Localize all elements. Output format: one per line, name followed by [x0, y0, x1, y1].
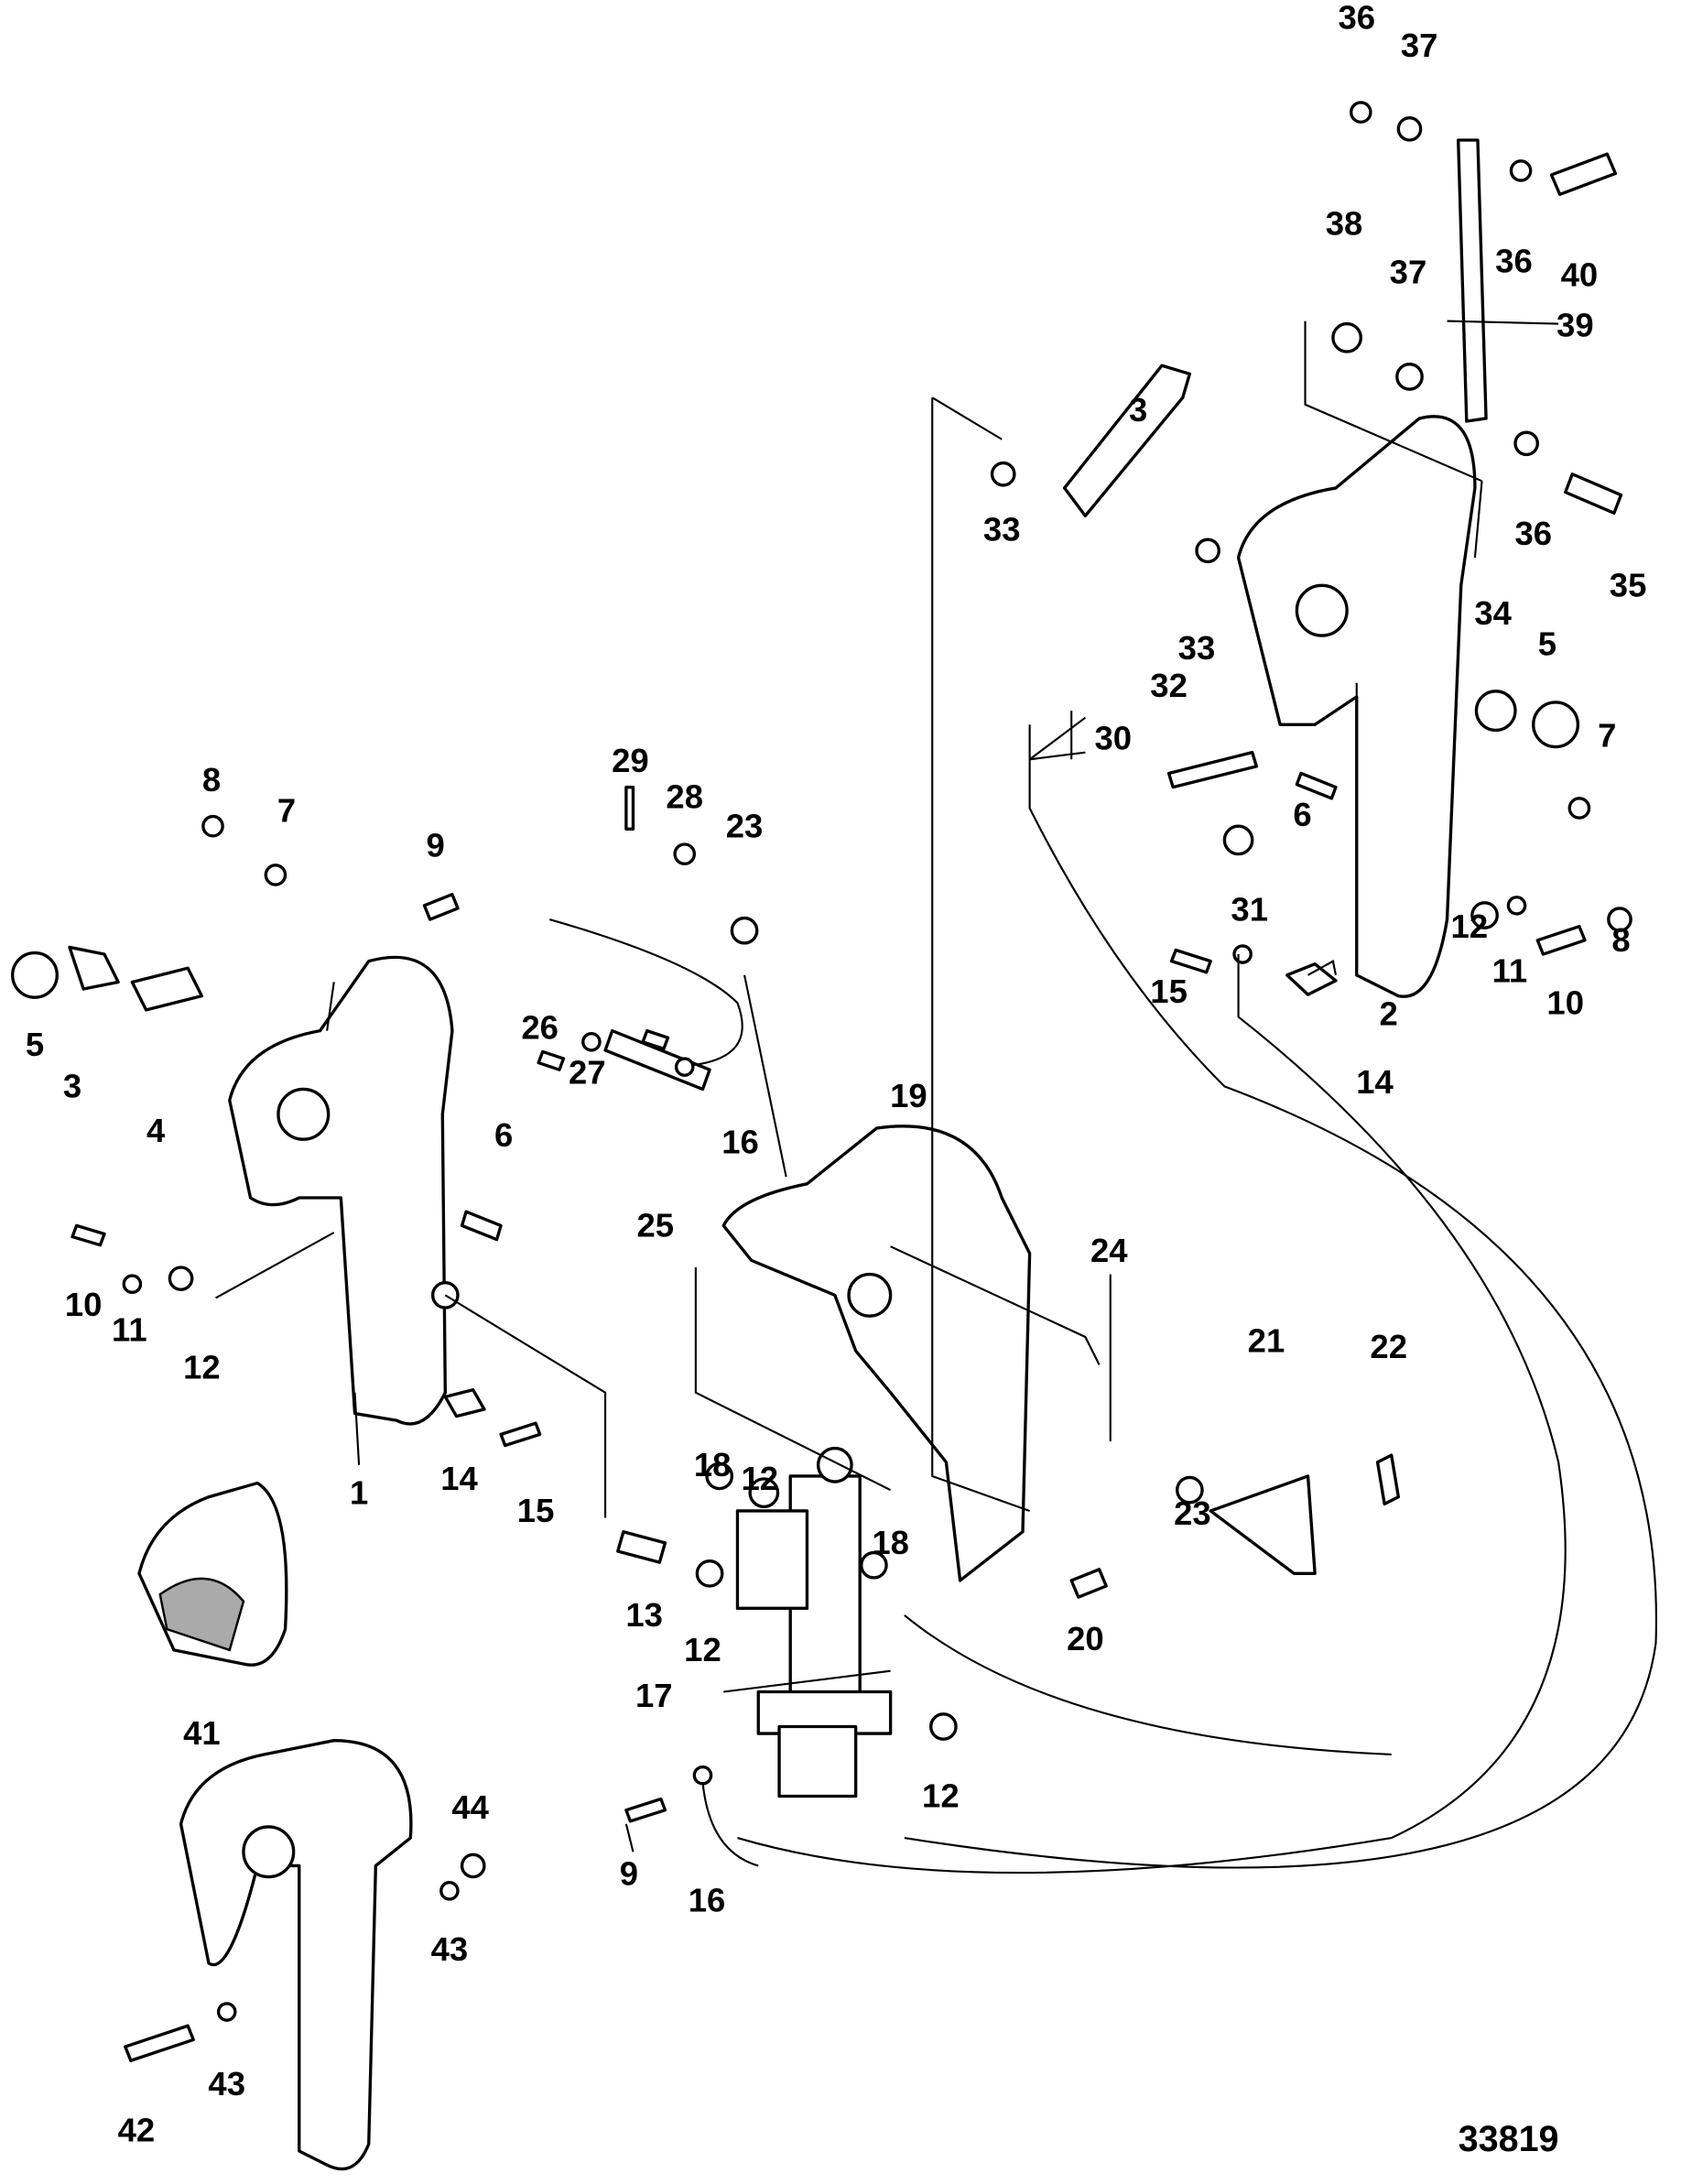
callout-21: 21: [1248, 1322, 1285, 1360]
callout-36: 36: [1338, 0, 1375, 36]
callout-44: 44: [451, 1788, 489, 1826]
callout-28: 28: [666, 777, 703, 815]
callout-12: 12: [684, 1631, 721, 1668]
callout-13: 13: [625, 1596, 663, 1634]
callout-5: 5: [26, 1026, 44, 1063]
callout-8: 8: [1611, 921, 1630, 959]
leader-lines: [215, 320, 1559, 1853]
callout-17: 17: [635, 1677, 673, 1714]
callout-16: 16: [721, 1123, 759, 1160]
callout-26: 26: [521, 1009, 559, 1047]
callout-12: 12: [741, 1460, 778, 1497]
callout-labels: 36 37 36 40 38 37 39 3 33 33 36 35 34 5 …: [26, 0, 1647, 2159]
callout-43: 43: [208, 2065, 245, 2103]
callout-11: 11: [1492, 951, 1528, 989]
callout-2: 2: [1380, 995, 1398, 1033]
callout-14: 14: [1356, 1063, 1394, 1101]
callout-39: 39: [1556, 306, 1594, 343]
figure-number: 33819: [1459, 2119, 1559, 2159]
callout-5: 5: [1538, 625, 1556, 662]
callout-34: 34: [1474, 594, 1512, 632]
callout-10: 10: [1546, 983, 1584, 1021]
callout-4: 4: [146, 1112, 166, 1149]
callout-23: 23: [1174, 1494, 1211, 1532]
callout-36: 36: [1495, 242, 1533, 279]
callout-14: 14: [440, 1460, 478, 1497]
callout-3: 3: [63, 1068, 81, 1105]
callout-15: 15: [517, 1492, 555, 1529]
callout-30: 30: [1095, 720, 1133, 757]
callout-9: 9: [427, 827, 445, 864]
callout-35: 35: [1610, 566, 1647, 603]
callout-38: 38: [1326, 204, 1363, 242]
callout-37: 37: [1390, 254, 1427, 291]
callout-25: 25: [637, 1207, 675, 1244]
callout-43: 43: [431, 1930, 469, 1968]
callout-20: 20: [1067, 1620, 1104, 1657]
callout-42: 42: [118, 2111, 156, 2148]
callout-12: 12: [183, 1349, 221, 1386]
callout-1: 1: [350, 1473, 368, 1511]
callout-22: 22: [1370, 1328, 1407, 1365]
callout-33: 33: [983, 511, 1021, 549]
callout-36: 36: [1514, 515, 1552, 552]
callout-15: 15: [1150, 972, 1188, 1010]
callout-6: 6: [494, 1116, 513, 1154]
callout-29: 29: [612, 742, 649, 779]
callout-24: 24: [1090, 1232, 1128, 1269]
callout-6: 6: [1293, 796, 1311, 833]
callout-33: 33: [1178, 629, 1216, 667]
callout-12: 12: [1451, 907, 1489, 945]
part-drawings: [11, 101, 1658, 2171]
callout-12: 12: [922, 1777, 960, 1815]
callout-41: 41: [183, 1714, 221, 1752]
callout-9: 9: [620, 1855, 638, 1893]
callout-11: 11: [112, 1311, 147, 1349]
callout-18: 18: [694, 1446, 732, 1483]
callout-10: 10: [65, 1286, 103, 1323]
callout-40: 40: [1561, 256, 1599, 294]
callout-27: 27: [569, 1053, 606, 1091]
callout-8: 8: [202, 761, 221, 799]
callout-16: 16: [689, 1882, 726, 1919]
callout-7: 7: [277, 792, 296, 830]
callout-23: 23: [726, 807, 764, 844]
callout-7: 7: [1598, 717, 1616, 755]
callout-37: 37: [1401, 27, 1438, 64]
callout-3: 3: [1129, 391, 1147, 429]
callout-18: 18: [872, 1524, 909, 1561]
callout-19: 19: [890, 1077, 927, 1114]
callout-31: 31: [1231, 891, 1268, 929]
callout-32: 32: [1150, 667, 1188, 704]
